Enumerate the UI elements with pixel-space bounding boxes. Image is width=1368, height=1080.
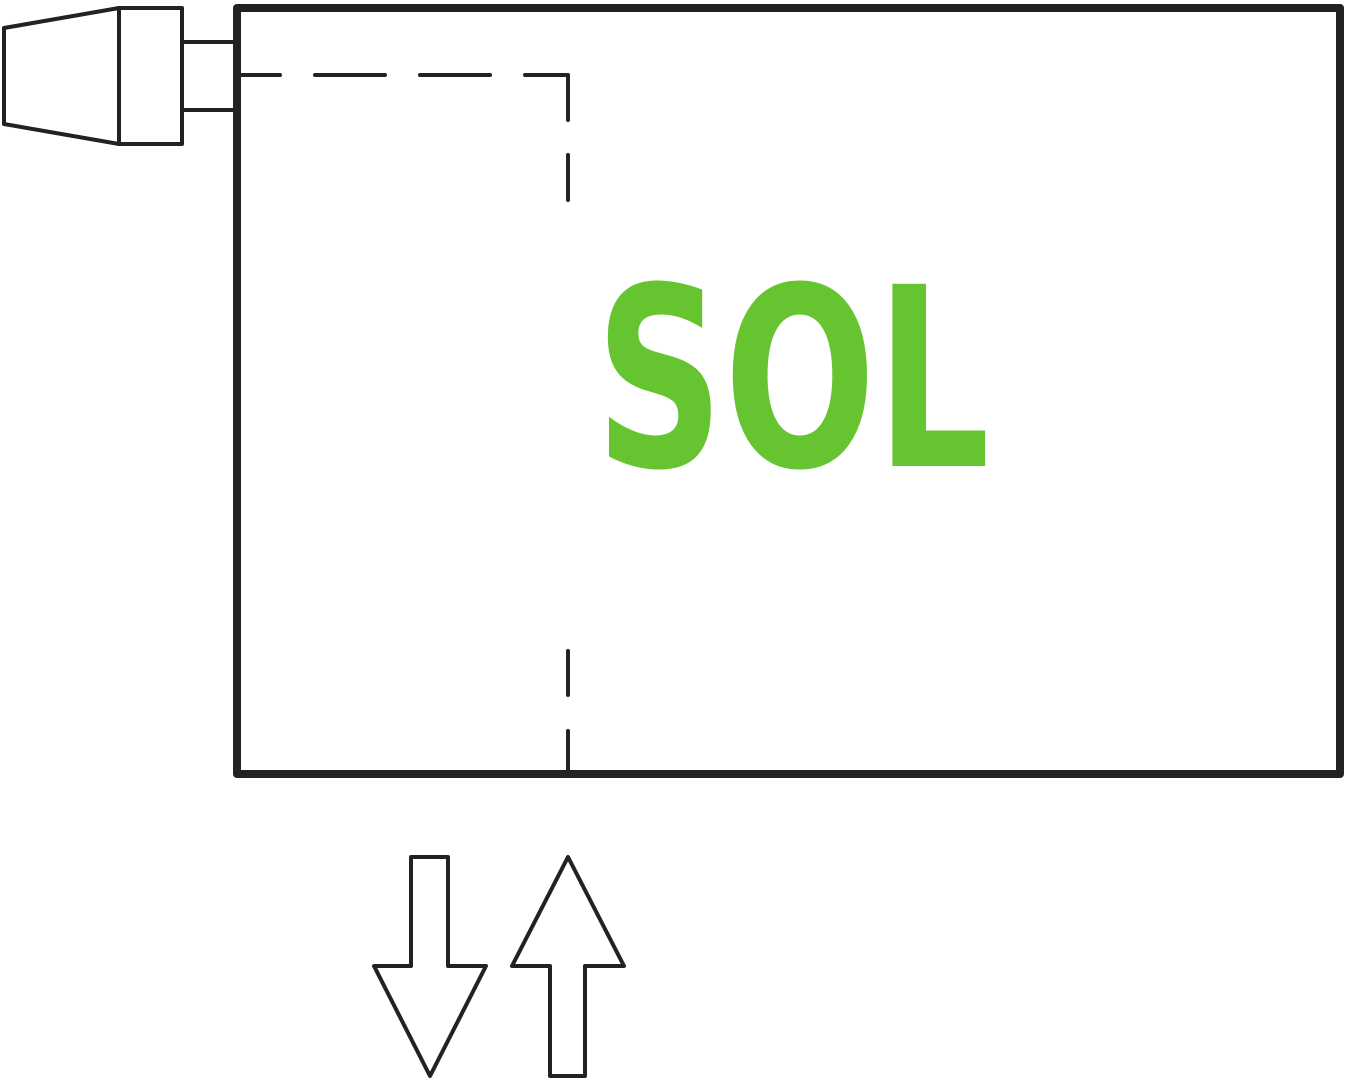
valve-icon bbox=[2, 6, 239, 146]
flow-down-arrow-icon bbox=[372, 855, 488, 1078]
return-up-arrow-icon bbox=[510, 855, 626, 1078]
radiator-body bbox=[233, 4, 1344, 778]
internal-pipe-dashed bbox=[240, 73, 570, 774]
radiator-label: SOL bbox=[595, 234, 990, 525]
